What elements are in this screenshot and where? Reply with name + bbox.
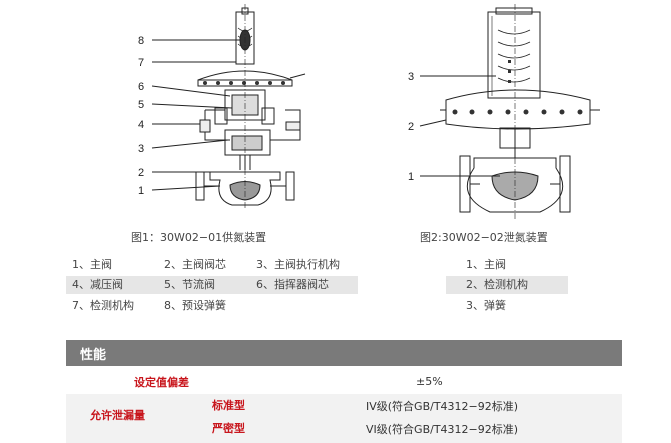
legend1-item: 6、指挥器阀芯 bbox=[256, 278, 329, 291]
legend2-row: 1、主阀 bbox=[446, 256, 568, 274]
legend2-row: 2、检测机构 bbox=[446, 276, 568, 294]
leakage-row: 允许泄漏量 标准型 IV级(符合GB/T4312−92标准) 严密型 VI级(符… bbox=[66, 394, 622, 443]
fig1-callout-3: 3 bbox=[138, 143, 144, 155]
fig1-callout-8: 8 bbox=[138, 35, 144, 47]
fig1-callout-5: 5 bbox=[138, 99, 144, 111]
legend1-row: 4、减压阀 5、节流阀 6、指挥器阀芯 bbox=[66, 276, 358, 294]
legend1-row: 1、主阀 2、主阀阀芯 3、主阀执行机构 bbox=[66, 256, 358, 274]
legend1-item: 1、主阀 bbox=[72, 258, 112, 271]
figure2-drawing bbox=[419, 4, 600, 220]
legend1-item: 5、节流阀 bbox=[164, 278, 215, 291]
strict-value: VI级(符合GB/T4312−92标准) bbox=[366, 423, 519, 436]
setpoint-label: 设定值偏差 bbox=[134, 376, 189, 389]
legend1-item: 3、主阀执行机构 bbox=[256, 258, 340, 271]
legend1-item: 8、预设弹簧 bbox=[164, 299, 226, 312]
fig1-callout-7: 7 bbox=[138, 57, 144, 69]
figure1-drawing bbox=[151, 4, 306, 210]
fig1-callout-6: 6 bbox=[138, 81, 144, 93]
legend2-item: 1、主阀 bbox=[466, 258, 506, 271]
performance-title: 性能 bbox=[80, 348, 107, 363]
performance-header: 性能 bbox=[66, 340, 622, 366]
legend2-item: 2、检测机构 bbox=[466, 278, 528, 291]
strict-label: 严密型 bbox=[212, 422, 245, 435]
figure1-caption: 图1：30W02−01供氮装置 bbox=[131, 231, 267, 244]
setpoint-row: 设定值偏差 ±5% bbox=[66, 370, 622, 392]
fig2-callout-3: 3 bbox=[408, 71, 414, 83]
figure2-caption: 图2:30W02−02泄氮装置 bbox=[420, 231, 548, 244]
legend1-row: 7、检测机构 8、预设弹簧 bbox=[66, 297, 358, 315]
fig2-callout-1: 1 bbox=[408, 171, 414, 183]
standard-value: IV级(符合GB/T4312−92标准) bbox=[366, 400, 519, 413]
fig1-callout-4: 4 bbox=[138, 119, 144, 131]
setpoint-value: ±5% bbox=[416, 375, 443, 388]
standard-label: 标准型 bbox=[212, 399, 245, 412]
legend1-item: 4、减压阀 bbox=[72, 278, 123, 291]
fig2-callout-2: 2 bbox=[408, 121, 414, 133]
legend1-item: 7、检测机构 bbox=[72, 299, 134, 312]
fig1-callout-2: 2 bbox=[138, 167, 144, 179]
legend1-item: 2、主阀阀芯 bbox=[164, 258, 226, 271]
legend2-row: 3、弹簧 bbox=[446, 297, 568, 315]
legend2-item: 3、弹簧 bbox=[466, 299, 506, 312]
technical-drawings: 8 7 6 5 4 3 2 1 3 2 1 bbox=[138, 4, 600, 220]
fig1-callout-1: 1 bbox=[138, 185, 144, 197]
leakage-label: 允许泄漏量 bbox=[90, 409, 145, 422]
